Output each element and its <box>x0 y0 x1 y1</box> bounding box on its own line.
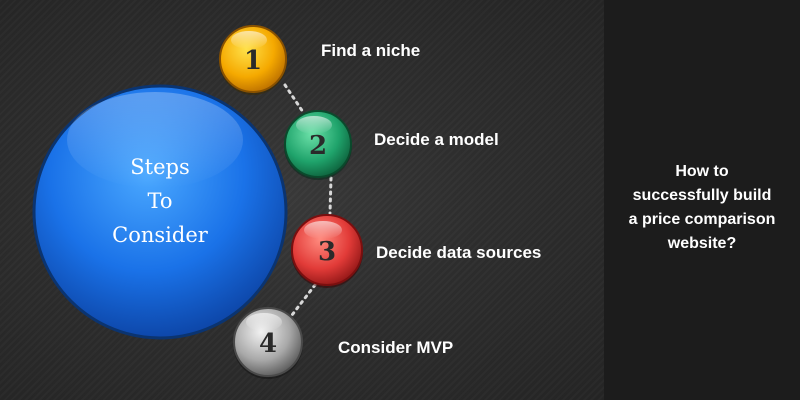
connector-1-2 <box>283 83 305 114</box>
center-line-3: Consider <box>112 223 208 247</box>
step-label-1: Find a niche <box>321 41 421 60</box>
side-panel: How to successfully build a price compar… <box>604 0 800 400</box>
side-line-1: How to <box>675 163 729 180</box>
center-circle <box>32 84 288 340</box>
step-number-2: 2 <box>309 131 327 161</box>
step-number-3: 3 <box>318 237 336 267</box>
step-label-2: Decide a model <box>374 130 499 149</box>
center-line-1: Steps <box>130 155 190 179</box>
step-label-3: Decide data sources <box>376 243 542 262</box>
step-circle-2 <box>284 110 352 180</box>
step-label-4: Consider MVP <box>338 338 454 357</box>
center-line-2: To <box>147 189 173 213</box>
center-title: Steps To Consider <box>100 150 220 252</box>
side-line-2: successfully build <box>632 187 772 204</box>
side-line-4: website? <box>667 235 737 252</box>
step-circle-1 <box>219 25 287 95</box>
side-question: How to successfully build a price compar… <box>604 160 800 256</box>
step-circle-3 <box>291 214 363 288</box>
step-number-4: 4 <box>259 329 277 359</box>
connector-lines <box>283 83 333 317</box>
diagram-background <box>0 0 604 400</box>
steps-diagram: 1 2 3 4 <box>32 25 363 379</box>
side-line-3: a price comparison <box>628 211 776 228</box>
connector-2-3 <box>328 176 333 215</box>
connector-3-4 <box>290 283 317 317</box>
step-number-1: 1 <box>244 46 262 76</box>
step-circle-4 <box>233 307 303 379</box>
